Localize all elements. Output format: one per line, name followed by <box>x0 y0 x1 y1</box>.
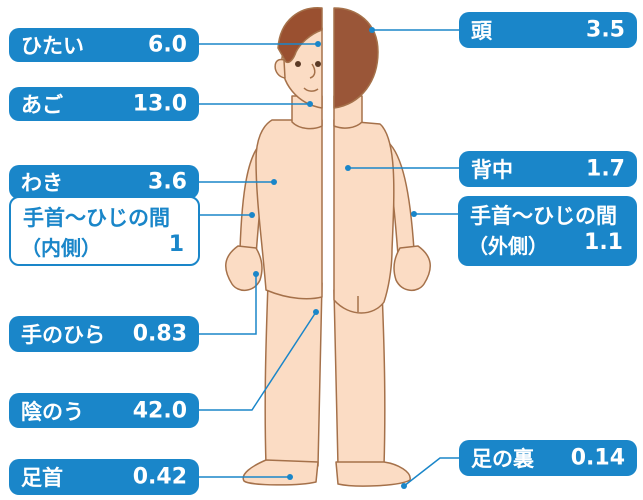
label-jaw: あご 13.0 <box>9 87 199 121</box>
left-ear <box>274 58 286 79</box>
nose <box>309 63 316 79</box>
leader-lines <box>198 29 460 487</box>
label-sole: 足の裏 0.14 <box>459 440 637 476</box>
leader-dots <box>249 27 417 489</box>
front-left-hand <box>225 245 263 291</box>
label-forearm-outer-name: 手首〜ひじの間 <box>470 204 617 228</box>
label-forehead-name: ひたい <box>21 34 84 58</box>
back-right-foot <box>335 461 411 487</box>
label-jaw-value: 13.0 <box>132 91 187 117</box>
label-forearm-inner: 手首〜ひじの間 （内側） 1 <box>9 196 200 266</box>
label-head: 頭 3.5 <box>459 12 637 48</box>
label-forearm-inner-value: 1 <box>168 232 184 257</box>
label-forearm-inner-side: （内側） <box>21 236 101 260</box>
label-scrotum: 陰のう 42.0 <box>9 393 199 428</box>
back-right-hand <box>393 245 431 291</box>
label-back-value: 1.7 <box>586 156 625 182</box>
label-palm-name: 手のひら <box>21 323 105 347</box>
label-head-name: 頭 <box>471 19 492 43</box>
label-armpit-name: わき <box>21 171 63 195</box>
label-forehead: ひたい 6.0 <box>9 28 199 62</box>
left-eye <box>295 61 301 67</box>
label-forearm-outer-value: 1.1 <box>584 230 623 255</box>
front-left-foot <box>242 459 319 486</box>
right-eye <box>315 61 321 67</box>
back-figure <box>333 7 431 487</box>
label-armpit-value: 3.6 <box>148 169 187 195</box>
label-back: 背中 1.7 <box>459 151 637 187</box>
label-sole-value: 0.14 <box>570 445 625 471</box>
leader-palm <box>198 274 257 335</box>
back-torso <box>333 119 395 314</box>
label-forearm-outer: 手首〜ひじの間 （外側） 1.1 <box>458 196 637 266</box>
label-head-value: 3.5 <box>586 17 625 43</box>
label-forearm-inner-name: 手首〜ひじの間 <box>23 206 170 230</box>
label-jaw-name: あご <box>21 93 63 117</box>
label-ankle-name: 足首 <box>21 466 63 490</box>
label-forehead-value: 6.0 <box>148 32 187 58</box>
mouth <box>303 87 319 92</box>
label-scrotum-name: 陰のう <box>21 399 84 424</box>
leader-scrotum <box>198 311 317 411</box>
label-forearm-outer-side: （外側） <box>468 234 548 258</box>
label-scrotum-value: 42.0 <box>132 398 187 423</box>
leader-sole <box>403 457 460 487</box>
back-right-leg <box>333 289 386 467</box>
label-sole-name: 足の裏 <box>471 447 534 471</box>
label-ankle: 足首 0.42 <box>9 459 199 495</box>
label-palm: 手のひら 0.83 <box>9 316 199 352</box>
label-back-name: 背中 <box>471 158 513 182</box>
front-figure <box>225 7 323 486</box>
front-hair <box>277 7 323 64</box>
label-ankle-value: 0.42 <box>132 464 187 490</box>
back-hair <box>333 7 379 109</box>
front-torso <box>255 119 323 300</box>
label-palm-value: 0.83 <box>132 321 187 347</box>
label-armpit: わき 3.6 <box>9 165 199 199</box>
